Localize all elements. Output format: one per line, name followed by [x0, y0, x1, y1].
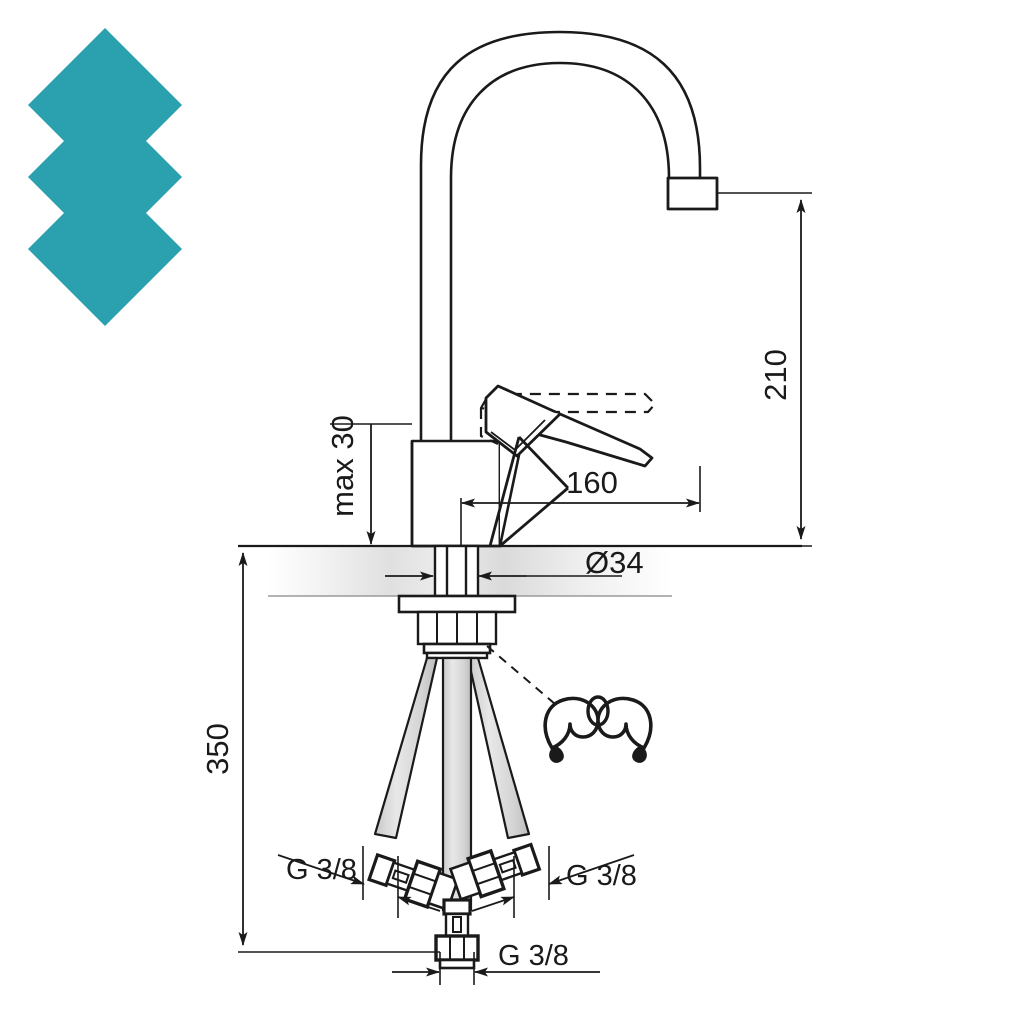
c-retaining-clip [486, 645, 653, 763]
hose-fitting-right [448, 842, 542, 901]
stacked-chevron-diamond-logo [28, 28, 182, 326]
dimension-base-diameter: Ø34 [385, 545, 644, 581]
dimension-label-diameter34: Ø34 [585, 545, 644, 580]
dimension-thread-left: G 3/8 [277, 846, 441, 918]
dimension-label-max30: max 30 [325, 415, 360, 517]
dimension-thread-right: G 3/8 [471, 846, 637, 918]
gooseneck-spout [419, 30, 719, 546]
dimension-label-g38-right: G 3/8 [566, 860, 637, 892]
dimension-label-160: 160 [566, 465, 618, 500]
dimension-spout-reach: 160 [460, 465, 701, 546]
single-lever-handle [484, 384, 654, 548]
countertop-section [238, 544, 802, 597]
dimension-label-210: 210 [758, 349, 793, 401]
dimension-counter-thickness: max 30 [325, 415, 412, 545]
flexible-hose-left [373, 656, 439, 840]
dimension-label-g38-left: G 3/8 [286, 854, 357, 886]
flexible-hose-right [466, 656, 531, 840]
threaded-shank [397, 544, 517, 660]
dimension-label-g38-center: G 3/8 [498, 940, 569, 972]
dimension-thread-center: G 3/8 [392, 940, 600, 985]
lever-raised-phantom-position [479, 392, 657, 445]
dimension-spout-height: 210 [672, 192, 812, 547]
dimension-hose-length: 350 [200, 545, 440, 953]
dimension-label-350: 350 [200, 723, 235, 775]
